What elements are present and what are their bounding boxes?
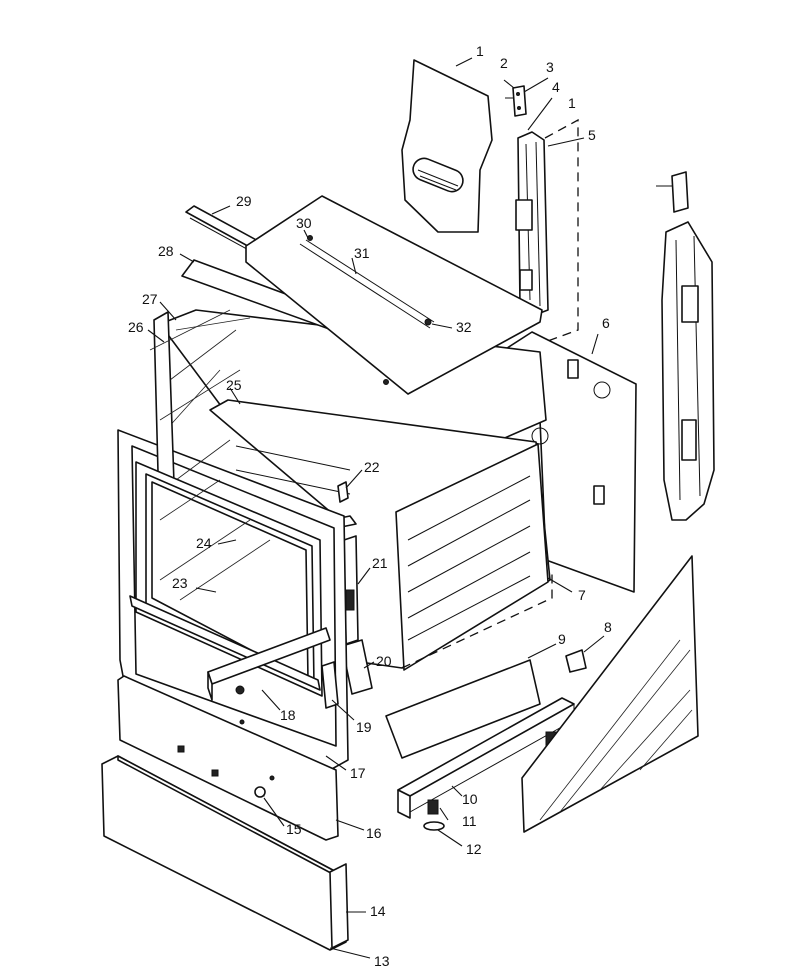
part-20-shield (341, 639, 373, 695)
callout-24: 24 (196, 535, 212, 551)
leader-lines (147, 57, 605, 959)
callout-28: 28 (158, 243, 174, 259)
callout-18: 18 (280, 707, 296, 723)
callout-10: 10 (462, 791, 478, 807)
right-side-rail-assembly (656, 171, 715, 521)
callout-29: 29 (236, 193, 252, 209)
callout-3: 3 (546, 59, 554, 75)
callout-32: 32 (456, 319, 472, 335)
callout-11: 11 (462, 813, 477, 829)
part-9-back-panel (385, 659, 541, 759)
callout-2: 2 (500, 55, 508, 71)
callout-21: 21 (372, 555, 388, 571)
callout-23: 23 (172, 575, 188, 591)
callout-12: 12 (466, 841, 482, 857)
callout-4: 4 (552, 79, 560, 95)
part-19-hinge (321, 661, 339, 709)
callout-26: 26 (128, 319, 144, 335)
callout-25: 25 (226, 377, 242, 393)
callout-30: 30 (296, 215, 312, 231)
callout-9: 9 (558, 631, 566, 647)
callout-1: 1 (476, 43, 484, 59)
part-23-seal-strip (129, 595, 321, 691)
callout-5: 5 (588, 127, 596, 143)
part-7-lower-pan (401, 574, 553, 669)
callout-22: 22 (364, 459, 380, 475)
callout-20: 20 (376, 653, 392, 669)
right-lower-side-panel (521, 555, 699, 833)
part-4-5-rear-side-rail (515, 118, 579, 343)
callout-7: 7 (578, 587, 586, 603)
callout-6: 6 (602, 315, 610, 331)
callout-31: 31 (354, 245, 370, 261)
callout-15: 15 (286, 821, 302, 837)
callout-19: 19 (356, 719, 372, 735)
part-8-bracket (565, 649, 587, 673)
part-1-rear-vent-panel (401, 59, 493, 233)
part-15-fastener (254, 786, 266, 798)
callout-numbers: 1 2 3 4 1 5 6 7 8 9 10 11 12 13 14 15 16… (128, 43, 612, 969)
part-13-14-drawer (101, 755, 349, 951)
callout-8: 8 (604, 619, 612, 635)
callout-13: 13 (374, 953, 390, 969)
part-24-door-gasket (135, 461, 323, 697)
callout-14: 14 (370, 903, 386, 919)
part-31-top-cover (245, 195, 543, 395)
part-2-3-small-bracket (505, 85, 527, 117)
callout-16: 16 (366, 825, 382, 841)
part-18-lower-rail (207, 627, 331, 701)
callout-17: 17 (350, 765, 366, 781)
callout-1b: 1 (568, 95, 576, 111)
callout-27: 27 (142, 291, 158, 307)
